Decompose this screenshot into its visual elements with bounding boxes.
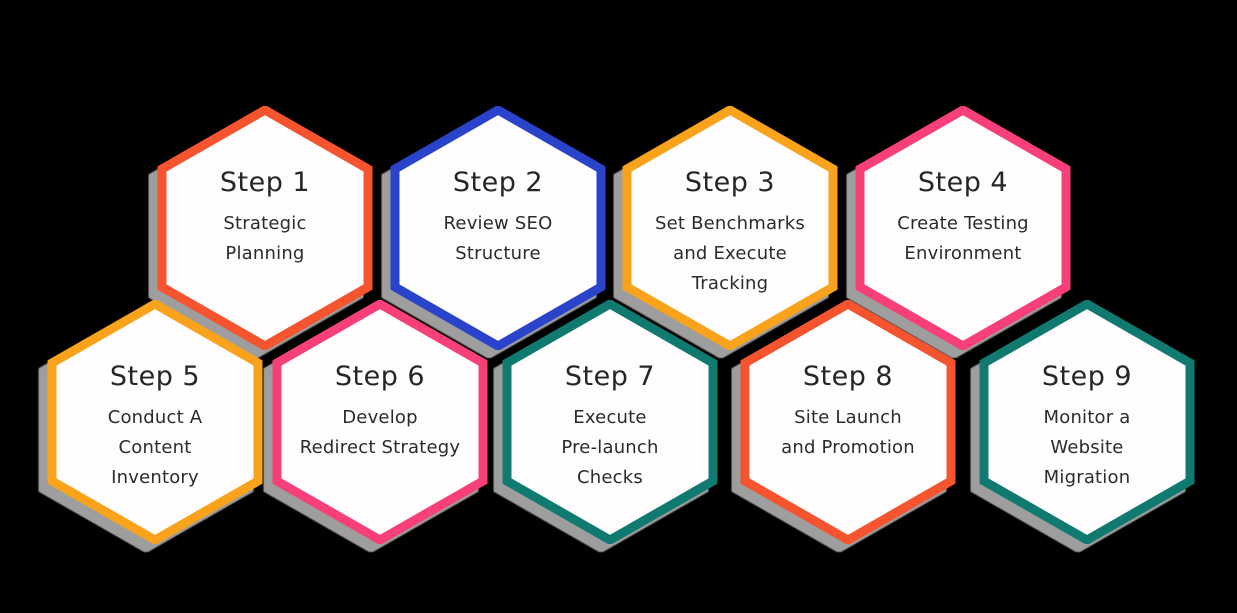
hexagon-outline-icon bbox=[502, 300, 718, 544]
step-description-line: Environment bbox=[904, 243, 1022, 264]
step-description-line: Strategic bbox=[223, 213, 307, 234]
step-description: Review SEO Structure bbox=[444, 209, 553, 269]
hexagon-outline-icon bbox=[979, 300, 1195, 544]
step-description-line: Review SEO bbox=[443, 213, 553, 234]
step-description-line: Migration bbox=[1043, 467, 1131, 488]
step-description-line: Structure bbox=[455, 243, 541, 264]
step-description-line: Inventory bbox=[111, 467, 199, 488]
step-description-line: and Execute bbox=[673, 243, 787, 264]
step-description-line: Set Benchmarks bbox=[655, 213, 805, 234]
step-description-line: Planning bbox=[225, 243, 305, 264]
step-description-line: Create Testing bbox=[897, 213, 1029, 234]
step-label: Step 9 bbox=[1041, 361, 1133, 392]
step-description-line: Pre-launch bbox=[561, 437, 659, 458]
step-hexagon-8: Step 8 Site Launch and Promotion bbox=[740, 300, 956, 544]
hexagon-outline-icon bbox=[740, 300, 956, 544]
hexagon-outline-icon bbox=[855, 106, 1071, 350]
step-label: Step 6 bbox=[334, 361, 426, 392]
step-description-line: Site Launch bbox=[794, 407, 902, 428]
step-description-line: Monitor a bbox=[1043, 407, 1131, 428]
step-description-line: Tracking bbox=[691, 273, 769, 294]
step-description-line: Content bbox=[118, 437, 192, 458]
step-description-line: Develop bbox=[342, 407, 418, 428]
hexagon-outline-icon bbox=[157, 106, 373, 350]
step-label: Step 2 bbox=[452, 167, 544, 198]
hexagon-outline-icon bbox=[47, 300, 263, 544]
step-description-line: Checks bbox=[577, 467, 643, 488]
step-description-line: Execute bbox=[573, 407, 647, 428]
step-description-line: and Promotion bbox=[781, 437, 915, 458]
step-description-line: Conduct A bbox=[107, 407, 203, 428]
step-description: Site Launch and Promotion bbox=[781, 403, 915, 463]
step-description-line: Redirect Strategy bbox=[299, 437, 461, 458]
step-label: Step 7 bbox=[564, 361, 656, 392]
step-hexagon-2: Step 2 Review SEO Structure bbox=[390, 106, 606, 350]
step-label: Step 8 bbox=[802, 361, 894, 392]
step-label: Step 4 bbox=[917, 167, 1009, 198]
step-label: Step 5 bbox=[109, 361, 201, 392]
step-description-line: Website bbox=[1050, 437, 1124, 458]
step-label: Step 1 bbox=[219, 167, 311, 198]
hexagon-outline-icon bbox=[272, 300, 488, 544]
hexagon-outline-icon bbox=[622, 106, 838, 350]
step-label: Step 3 bbox=[684, 167, 776, 198]
step-content: Step 8 Site Launch and Promotion bbox=[740, 300, 956, 544]
hexagon-outline-icon bbox=[390, 106, 606, 350]
step-content: Step 2 Review SEO Structure bbox=[390, 106, 606, 350]
